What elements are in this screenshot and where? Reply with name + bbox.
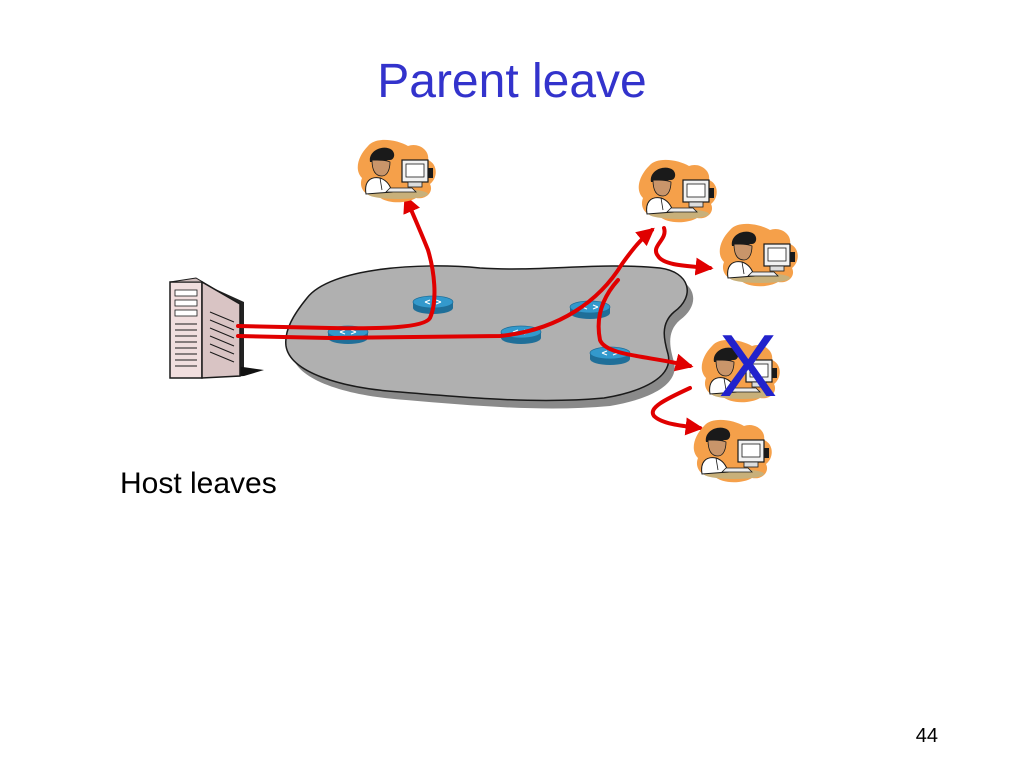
host-icon (357, 139, 437, 203)
link-to-failed-host (596, 278, 694, 372)
link-to-host-3 (654, 226, 714, 276)
host-icon (693, 419, 773, 483)
server-icon (169, 277, 264, 379)
link-to-host-5 (650, 386, 704, 436)
slide-title: Parent leave (377, 55, 647, 108)
link-to-host-2 (236, 227, 655, 341)
host-icon (638, 159, 718, 223)
data-links (236, 194, 714, 436)
failure-x-mark: X (719, 316, 778, 415)
link-to-host-1 (236, 194, 437, 331)
host-icon (719, 223, 799, 287)
slide-caption: Host leaves (120, 467, 277, 500)
page-number: 44 (915, 725, 938, 747)
